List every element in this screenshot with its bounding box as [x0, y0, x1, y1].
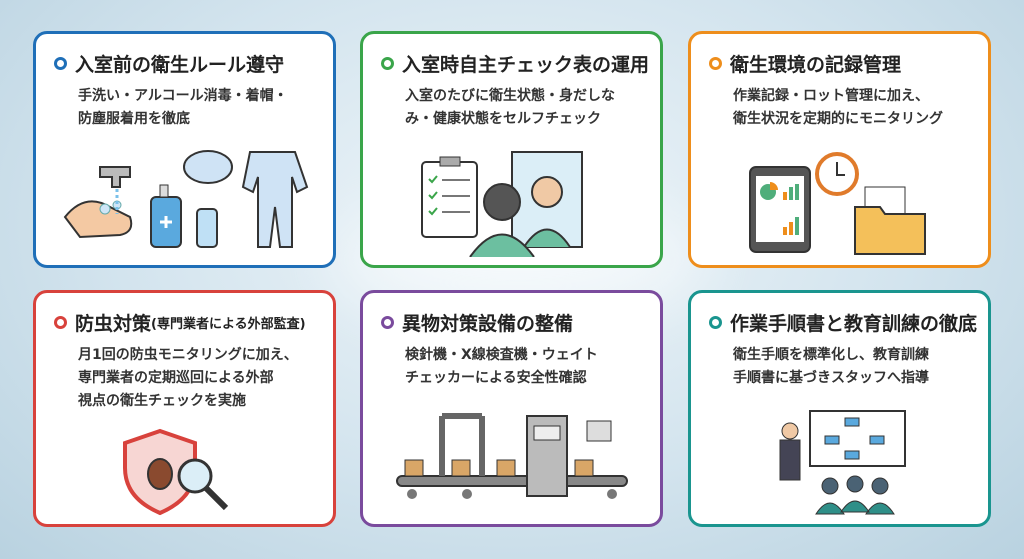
handwash-icon: [63, 150, 308, 248]
bullet-icon: [54, 316, 67, 329]
card-desc-line: 手順書に基づきスタッフへ指導: [733, 370, 929, 386]
card-title: 入室時自主チェック表の運用: [402, 54, 650, 76]
inspection-conveyor-icon: [395, 413, 628, 499]
card-pest-control: 防虫対策(専門業者による外部監査) 月1回の防虫モニタリングに加え、専門業者の定…: [33, 290, 336, 527]
card-desc-line: 専門業者の定期巡回による外部: [78, 370, 274, 386]
card-title: 入室前の衛生ルール遵守: [75, 54, 285, 76]
card-desc-line: チェッカーによる安全性確認: [405, 370, 587, 386]
bullet-icon: [381, 57, 394, 70]
training-presentation-icon: [779, 410, 906, 515]
card-foreign-matter: 異物対策設備の整備 検針機・X線検査機・ウェイトチェッカーによる安全性確認: [360, 290, 663, 527]
bullet-icon: [54, 57, 67, 70]
bullet-icon: [381, 316, 394, 329]
card-desc-line: 入室のたびに衛生状態・身だしな: [405, 88, 615, 104]
card-record-management: 衛生環境の記録管理 作業記録・ロット管理に加え、衛生状況を定期的にモニタリング: [688, 31, 991, 268]
bug-shield-magnifier-icon: [122, 428, 228, 516]
card-hygiene-rules: 入室前の衛生ルール遵守 手洗い・アルコール消毒・着帽・防塵服着用を徹底: [33, 31, 336, 268]
checklist-mirror-icon: [420, 151, 583, 257]
card-desc-line: 防塵服着用を徹底: [78, 111, 190, 127]
card-desc-line: 月1回の防虫モニタリングに加え、: [78, 347, 298, 363]
card-self-check: 入室時自主チェック表の運用 入室のたびに衛生状態・身だしなみ・健康状態をセルフチ…: [360, 31, 663, 268]
card-desc-line: 作業記録・ロット管理に加え、: [733, 88, 929, 104]
card-desc-line: 手洗い・アルコール消毒・着帽・: [78, 88, 288, 104]
card-desc-line: み・健康状態をセルフチェック: [405, 111, 601, 127]
card-title-note: (専門業者による外部監査): [151, 317, 306, 332]
card-desc-line: 検針機・X線検査機・ウェイト: [405, 347, 598, 363]
bullet-icon: [709, 57, 722, 70]
card-procedures-training: 作業手順書と教育訓練の徹底 衛生手順を標準化し、教育訓練手順書に基づきスタッフへ…: [688, 290, 991, 527]
card-title: 衛生環境の記録管理: [730, 54, 902, 76]
bullet-icon: [709, 316, 722, 329]
card-title: 防虫対策: [75, 313, 152, 335]
card-title: 異物対策設備の整備: [402, 313, 574, 335]
card-desc-line: 視点の衛生チェックを実施: [78, 393, 246, 409]
card-title: 作業手順書と教育訓練の徹底: [730, 313, 978, 335]
card-desc-line: 衛生手順を標準化し、教育訓練: [733, 347, 929, 363]
card-desc-line: 衛生状況を定期的にモニタリング: [733, 111, 943, 127]
tablet-clock-folder-icon: [748, 152, 926, 255]
